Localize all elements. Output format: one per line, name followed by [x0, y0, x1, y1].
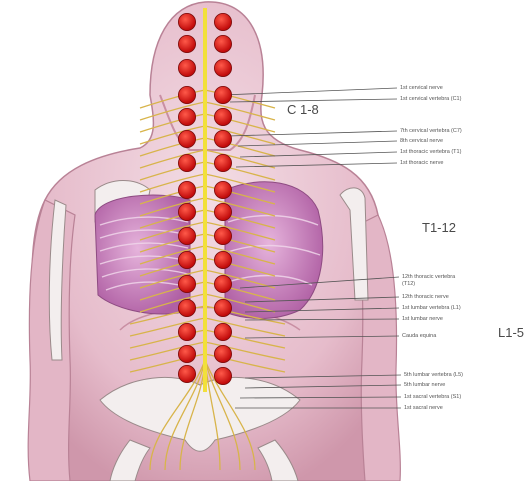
- vertebra-marker-left-9: [178, 203, 195, 220]
- vertebra-marker-left-14: [178, 323, 195, 340]
- nerve-label: Cauda equina: [402, 333, 436, 339]
- vertebra-marker-right-14: [214, 323, 231, 340]
- vertebra-marker-left-5: [178, 108, 195, 125]
- vertebra-marker-right-16: [214, 367, 231, 384]
- vertebra-marker-left-8: [178, 181, 195, 198]
- vertebra-marker-left-4: [178, 86, 195, 103]
- vertebra-marker-left-6: [178, 130, 195, 147]
- nerve-label: 8th cervical nerve: [400, 138, 443, 144]
- vertebra-marker-left-13: [178, 299, 195, 316]
- nerve-label: 7th cervical vertebra (C7): [400, 128, 462, 134]
- nerve-label: 5th lumbar vertebra (L5): [404, 372, 463, 378]
- vertebra-marker-right-13: [214, 299, 231, 316]
- nerve-label: (T12): [402, 281, 415, 287]
- nerve-label: 1st cervical nerve: [400, 85, 443, 91]
- vertebra-marker-right-9: [214, 203, 231, 220]
- vertebra-marker-left-2: [178, 35, 195, 52]
- vertebra-marker-right-12: [214, 275, 231, 292]
- nerve-label: 5th lumbar nerve: [404, 382, 445, 388]
- vertebra-marker-left-10: [178, 227, 195, 244]
- nerve-label: 1st lumbar vertebra (L1): [402, 305, 461, 311]
- region-label-lumbar: L1-5: [498, 325, 524, 340]
- region-label-thoracic: T1-12: [422, 220, 456, 235]
- vertebra-marker-right-8: [214, 181, 231, 198]
- vertebra-marker-left-15: [178, 345, 195, 362]
- nerve-label: 12th thoracic nerve: [402, 294, 449, 300]
- nerve-label: 1st sacral nerve: [404, 405, 443, 411]
- vertebra-marker-left-16: [178, 365, 195, 382]
- nerve-label: 1st cervical vertebra (C1): [400, 96, 461, 102]
- vertebra-marker-left-11: [178, 251, 195, 268]
- vertebra-marker-left-1: [178, 13, 195, 30]
- vertebra-marker-right-1: [214, 13, 231, 30]
- vertebra-marker-right-5: [214, 108, 231, 125]
- vertebra-marker-right-6: [214, 130, 231, 147]
- vertebra-marker-right-7: [214, 154, 231, 171]
- nerve-label: 1st thoracic vertebra (T1): [400, 149, 461, 155]
- nerve-label: 1st lumbar nerve: [402, 316, 443, 322]
- vertebra-marker-right-10: [214, 227, 231, 244]
- vertebra-marker-right-4: [214, 86, 231, 103]
- region-label-cervical: C 1-8: [287, 102, 319, 117]
- vertebra-marker-right-15: [214, 345, 231, 362]
- nerve-label: 1st sacral vertebra (S1): [404, 394, 461, 400]
- vertebra-marker-right-2: [214, 35, 231, 52]
- nerve-label: 1st thoracic nerve: [400, 160, 443, 166]
- vertebra-marker-left-12: [178, 275, 195, 292]
- vertebra-marker-left-7: [178, 154, 195, 171]
- vertebra-marker-right-11: [214, 251, 231, 268]
- vertebra-marker-right-3: [214, 59, 231, 76]
- nerve-label: 12th thoracic vertebra: [402, 274, 455, 280]
- vertebra-marker-left-3: [178, 59, 195, 76]
